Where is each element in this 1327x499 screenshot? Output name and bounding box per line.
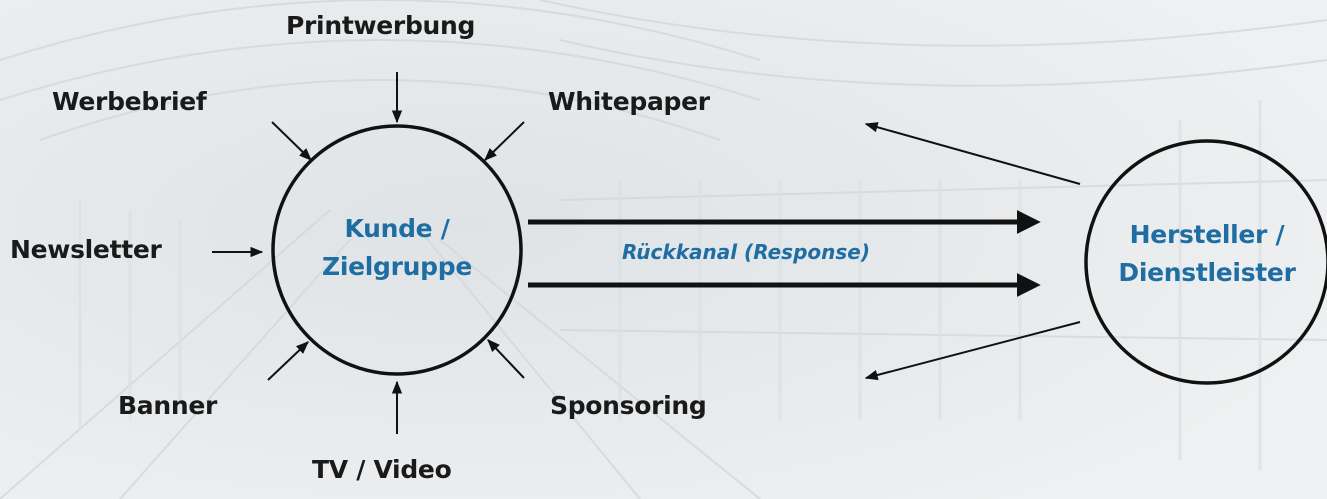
arrow-werbebrief <box>271 121 312 161</box>
right-node-line2: Dienstleister <box>1118 258 1296 287</box>
center-node-line2: Zielgruppe <box>322 252 472 281</box>
arrow-sponsoring <box>487 339 525 379</box>
center-node-circle <box>271 124 523 376</box>
channel-label-whitepaper: Whitepaper <box>548 87 710 116</box>
response-label: Rückkanal (Response) <box>622 240 870 264</box>
arrow-return-bottom <box>864 321 1081 381</box>
channel-label-banner: Banner <box>118 391 218 420</box>
channel-label-tv-video: TV / Video <box>312 455 452 484</box>
right-node-label: Hersteller / Dienstleister <box>1087 216 1327 292</box>
arrow-return-top <box>864 122 1081 185</box>
center-node-line1: Kunde / <box>344 214 450 243</box>
right-node-circle <box>1084 139 1327 385</box>
arrow-banner <box>267 341 309 381</box>
channel-label-newsletter: Newsletter <box>10 235 162 264</box>
arrow-whitepaper <box>484 121 525 161</box>
channel-label-printwerbung: Printwerbung <box>286 11 476 40</box>
channel-label-sponsoring: Sponsoring <box>550 391 707 420</box>
channel-label-werbebrief: Werbebrief <box>52 87 207 116</box>
center-node-label: Kunde / Zielgruppe <box>272 210 522 286</box>
right-node-line1: Hersteller / <box>1129 220 1285 249</box>
